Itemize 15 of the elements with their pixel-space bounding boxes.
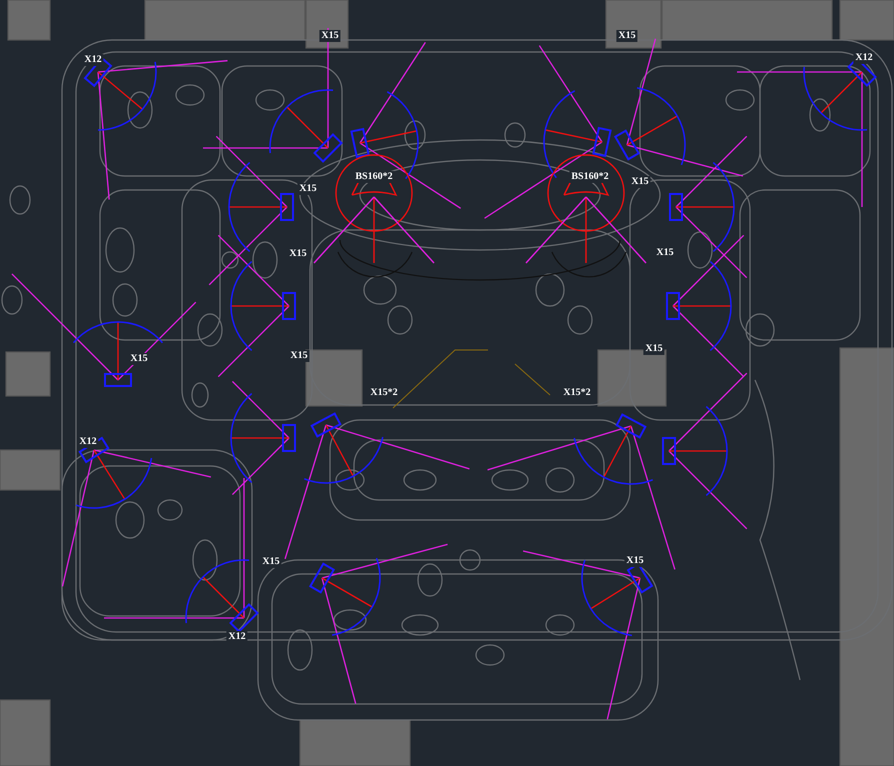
speaker-label: X15 bbox=[624, 555, 646, 567]
speaker-label: X15 bbox=[128, 353, 150, 365]
speaker-label: X12 bbox=[226, 631, 248, 643]
speaker-label: X15 bbox=[629, 176, 651, 188]
speaker-label: X15 bbox=[288, 350, 310, 362]
speaker-label: BS160*2 bbox=[569, 171, 611, 183]
speaker-label: X15 bbox=[616, 30, 638, 42]
speaker-label: X12 bbox=[853, 52, 875, 64]
speaker-label: X12 bbox=[77, 436, 99, 448]
speaker-label: X12 bbox=[82, 54, 104, 66]
speaker-label: X15 bbox=[297, 183, 319, 195]
speaker-label: X15 bbox=[319, 30, 341, 42]
speaker-label: X15 bbox=[643, 343, 665, 355]
speaker-label: X15 bbox=[260, 556, 282, 568]
speaker-label: BS160*2 bbox=[353, 171, 395, 183]
